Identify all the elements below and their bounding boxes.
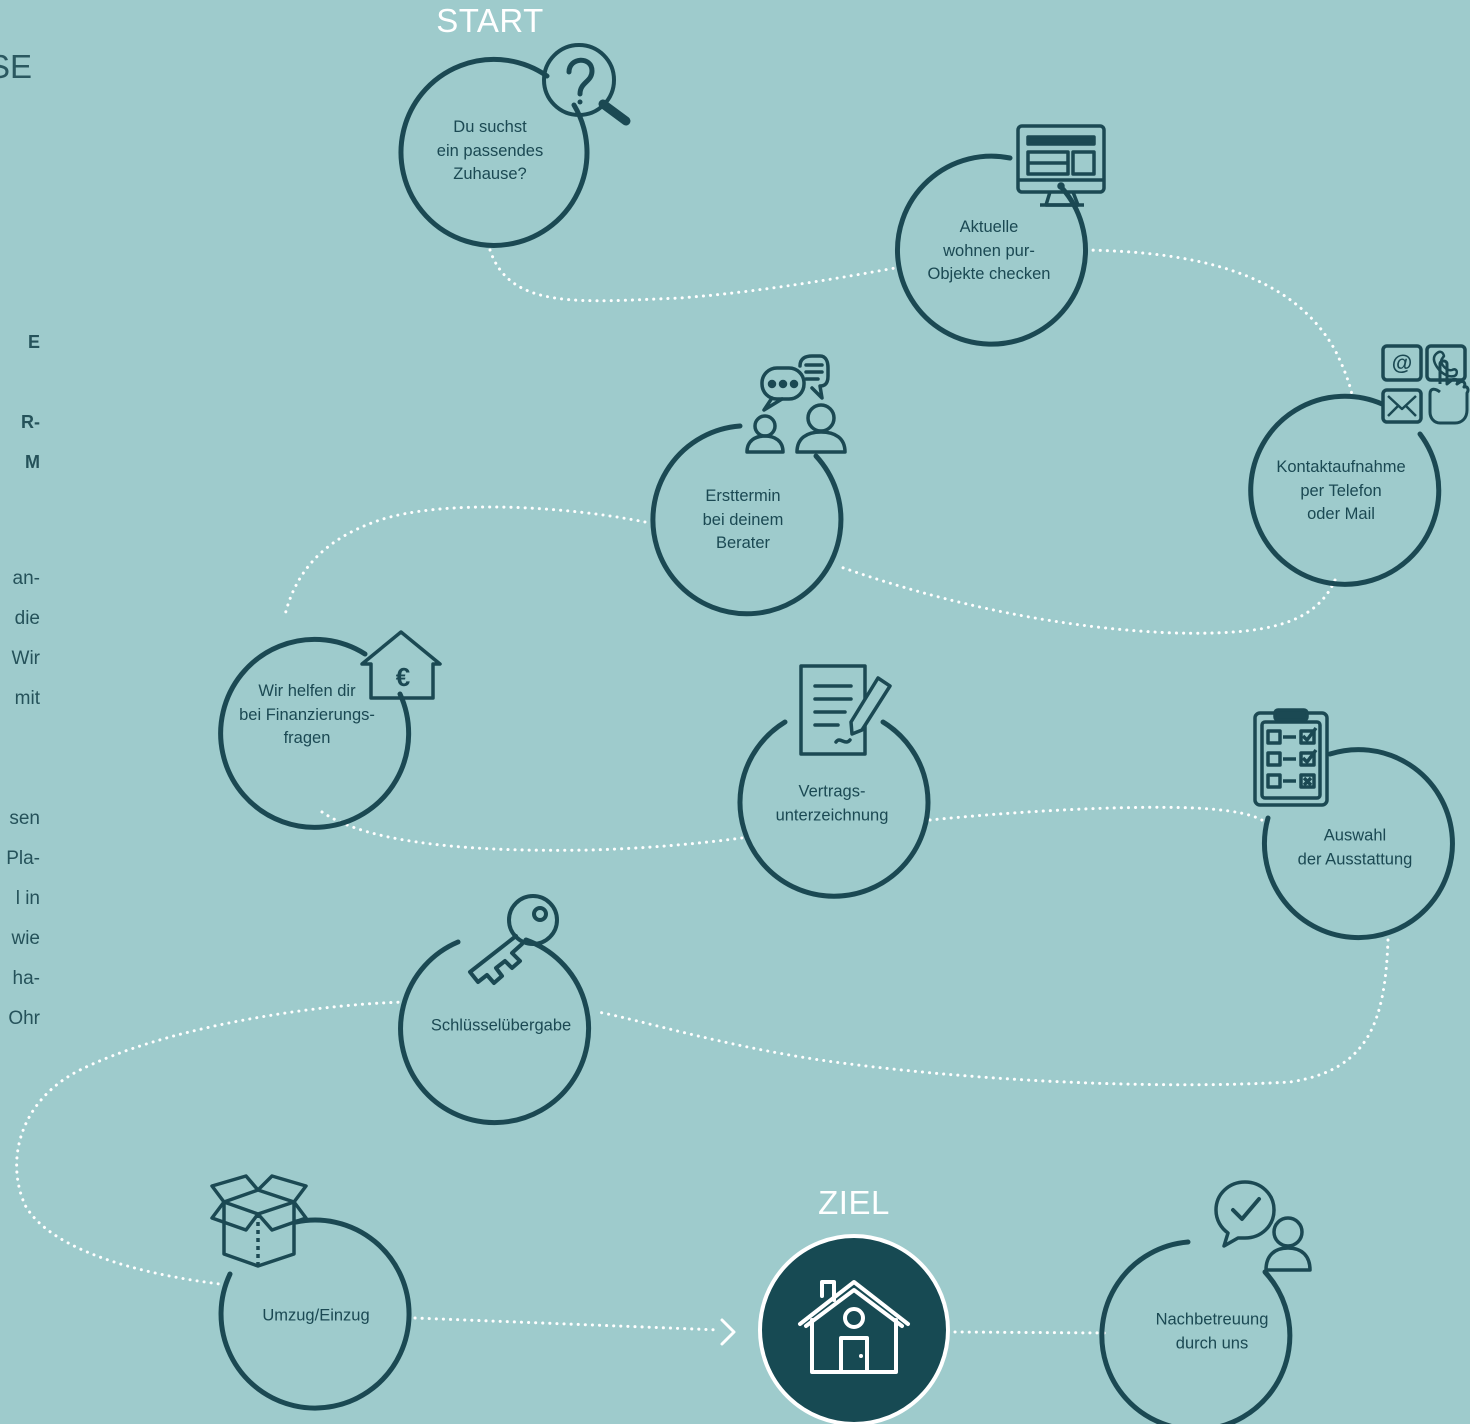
route-segment-4 [283,505,647,617]
circle-aftercare [1099,1239,1293,1424]
route-segment-5 [320,810,744,852]
paragraph-2-line-5: ha- [12,968,40,989]
key-icon [468,894,559,985]
step-label-move: Umzug/Einzug [262,1306,370,1325]
step-label-search: Du suchst ein passendes Zuhause? [436,117,544,183]
conversation-people-icon [745,354,847,454]
step-label-equipment: Auswahl der Ausstattung [1297,826,1413,869]
goal-marker: ZIEL [818,1184,890,1221]
circle-move [218,1217,412,1411]
circle-contact [1248,393,1442,587]
paragraph-2-line-3: l in [15,888,40,909]
circle-search [398,56,590,248]
contract-signing-icon [799,664,892,756]
start-marker: START [436,2,544,39]
heading-fragment: SE [0,48,32,85]
circle-objects [895,153,1088,347]
contact-channels-icon: @ [1381,344,1470,425]
home-icon [798,1280,910,1374]
step-circles [218,56,1455,1424]
support-person-icon [1214,1180,1312,1272]
bold-fragment-1: E [27,332,40,352]
svg-text:€: € [396,662,410,692]
paragraph-2-line-4: wie [11,928,40,949]
circle-finance [218,636,412,830]
paragraph-2-line-1: sen [9,808,40,829]
paragraph-2-line-2: Pla- [6,848,40,869]
step-label-contract: Vertrags- unterzeichnung [775,782,889,825]
paragraph-2-line-6: Ohr [8,1008,40,1029]
paragraph-1-line-3: Wir [11,648,40,669]
paragraph-1-line-4: mit [14,688,40,709]
computer-monitor-icon [1016,124,1106,207]
circle-appointment [650,423,844,617]
route-arrowhead [720,1318,736,1346]
step-label-aftercare: Nachbetreuung durch uns [1155,1310,1269,1353]
circle-keys [398,937,592,1126]
step-label-finance: Wir helfen dir bei Finanzierungs- fragen [239,681,375,747]
house-euro-icon: € [360,630,442,700]
paragraph-1-line-1: an- [12,568,40,589]
step-label-contact: Kontaktaufnahme per Telefon oder Mail [1276,457,1406,523]
dotted-route [15,248,1390,1335]
route-segment-6 [928,805,1267,824]
step-label-keys: Schlüsselübergabe [430,1016,572,1035]
route-segment-1 [488,248,897,303]
bold-fragment-2: R- [21,412,40,432]
svg-text:@: @ [1392,352,1412,375]
paragraph-1-line-2: die [14,608,40,629]
circle-equipment [1261,747,1455,941]
route-segment-8 [15,1000,407,1287]
magnifier-question-icon [542,43,631,126]
route-segment-3 [836,564,1337,635]
bold-fragment-3: M [25,452,40,472]
step-label-appointment: Ersttermin bei deinem Berater [702,486,784,552]
checklist-clipboard-icon [1253,708,1329,807]
cropped-intro-text: SE E R- M an- die Wir mit sen Pla- l in … [0,0,60,1424]
moving-box-icon [210,1174,308,1268]
goal-circle [758,1234,950,1424]
route-segment-10 [953,1330,1112,1335]
route-segment-2 [1084,248,1354,397]
route-segment-9 [413,1316,722,1332]
route-segment-7 [596,938,1390,1087]
circle-contract [737,719,931,899]
step-label-objects: Aktuelle wohnen pur- Objekte checken [927,217,1051,283]
